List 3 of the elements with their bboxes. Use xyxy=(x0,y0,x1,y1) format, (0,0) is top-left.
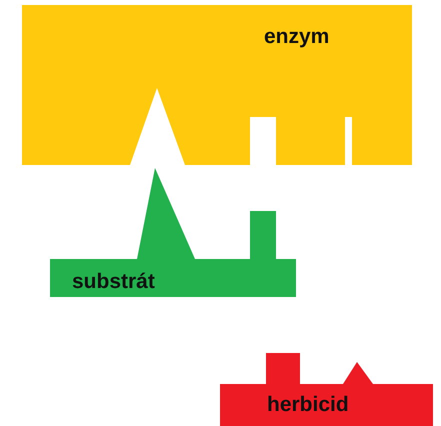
node-label: substrát xyxy=(72,270,155,294)
node-label: enzym xyxy=(264,25,330,49)
node-label: herbicid xyxy=(267,393,349,417)
